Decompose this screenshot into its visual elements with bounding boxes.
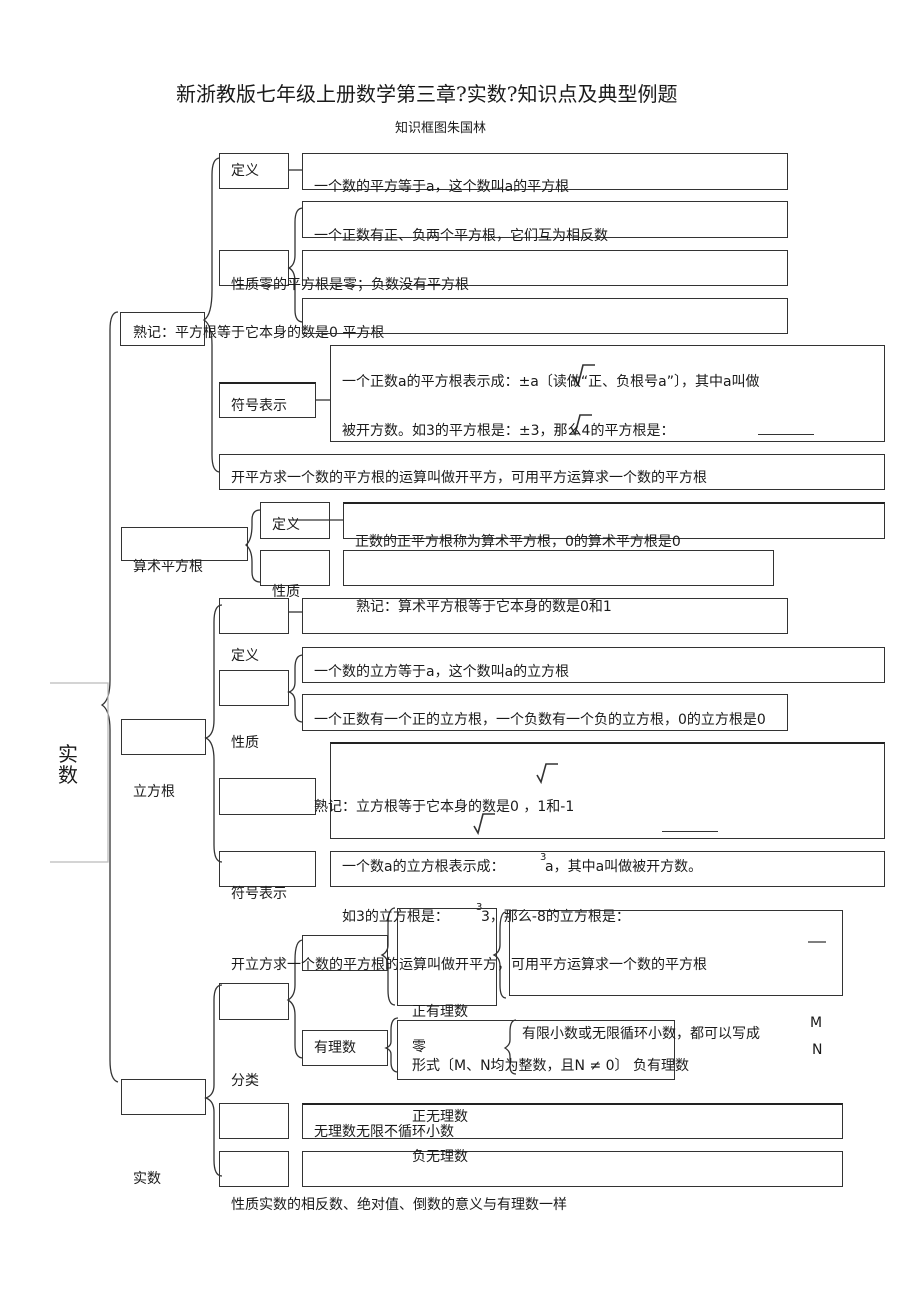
cube-symbol-line-2: 如3的立方根是：	[342, 909, 449, 925]
rational-node	[302, 1030, 388, 1066]
irrational-node	[219, 1103, 289, 1139]
symbol-node	[219, 382, 316, 418]
property-box-3	[302, 298, 788, 334]
rational-label: 有理数	[314, 1040, 356, 1056]
cube-symbol-line-2b: 3，那么-8的立方根是：	[481, 909, 630, 925]
cube-memo-node	[219, 598, 289, 634]
answer-blank	[758, 434, 814, 435]
arith-definition-node	[260, 502, 330, 539]
real-properties-text: 性质实数的相反数、绝对值、倒数的意义与有理数一样	[231, 1197, 567, 1213]
irrational-box	[302, 1103, 843, 1139]
cube-extraction-node	[302, 935, 388, 971]
cube-index-2: 3	[476, 902, 483, 913]
finite-text: 有限小数或无限循环小数，都可以写成	[522, 1026, 760, 1042]
pos-rational: 正有理数	[412, 1004, 468, 1020]
cube-properties-label: 性质	[231, 735, 259, 751]
definition-box	[302, 153, 788, 190]
arith-properties-node	[260, 550, 330, 586]
arith-definition-box	[343, 502, 885, 539]
irrational-label: 无理数无限不循环小数	[314, 1124, 454, 1140]
classification-label: 分类	[231, 1073, 259, 1089]
definition-text: 一个数的平方等于a，这个数叫a的平方根	[314, 179, 570, 195]
arith-definition-label: 定义	[272, 517, 300, 533]
arith-root-label: 算术平方根	[133, 559, 203, 575]
property-text-1: 一个正数有正、负两个平方根，它们互为相反数	[314, 228, 608, 244]
definition-label: 定义	[231, 163, 259, 179]
cube-symbol-line-1b: a，其中a叫做被开方数。	[545, 859, 703, 875]
properties-node	[219, 250, 289, 286]
rational-box	[397, 1020, 675, 1080]
extraction-box	[219, 454, 885, 490]
cube-extraction-mid	[397, 908, 497, 1006]
arith-properties-label: 性质	[272, 584, 300, 600]
real-label: 实数	[133, 1171, 161, 1187]
properties-label: 性质零的平方根是零；负数没有平方根	[231, 277, 469, 293]
cube-memo2-node	[219, 778, 316, 815]
cube-definition-label: 定义	[231, 648, 259, 664]
page-title: 新浙教版七年级上册数学第三章?实数?知识点及典型例题	[176, 82, 678, 106]
root-label: 实 数	[58, 742, 78, 787]
fraction-n: N	[812, 1042, 823, 1058]
cube-properties-box	[302, 694, 788, 731]
real-node	[121, 1079, 206, 1115]
property-box-2	[302, 250, 788, 286]
cube-index-1: 3	[540, 852, 547, 863]
fraction-m: M	[810, 1015, 823, 1031]
symbol-label: 符号表示	[231, 398, 287, 414]
neg-rational-text: 形式〔M、N均为整数，且N ≠ 0〕 负有理数	[412, 1058, 690, 1074]
arith-root-node	[121, 527, 248, 561]
cube-memo2-box	[330, 742, 885, 839]
zero-label: 零	[412, 1039, 426, 1055]
cube-symbol-node	[219, 851, 316, 887]
extraction-text: 开平方求一个数的平方根的运算叫做开平方，可用平方运算求一个数的平方根	[231, 470, 707, 486]
cube-memo-box	[302, 598, 788, 634]
cube-root-node	[121, 719, 206, 755]
page-subtitle: 知识框图朱国林	[395, 121, 487, 136]
cube-symbol-label: 符号表示	[231, 886, 287, 902]
cube-extraction-text: 开立方求一个数的平方根的运算叫做开平方，可用平方运算求一个数的平方根	[231, 957, 707, 973]
real-properties-node	[219, 1151, 289, 1187]
symbol-line-1: 一个正数a的平方根表示成：±a〔读做“正、负根号a”〕，其中a叫做	[342, 374, 760, 390]
neg-irrational-box	[302, 1151, 843, 1187]
classification-node	[219, 983, 289, 1020]
cube-definition-text: 一个数的立方等于a，这个数叫a的立方根	[314, 664, 570, 680]
square-root-label: 熟记：平方根等于它本身的数是0 平方根	[133, 325, 385, 341]
symbol-box	[330, 345, 885, 442]
cube-memo2-text: 熟记：立方根等于它本身的数是0 ，1和-1	[314, 799, 575, 815]
symbol-line-2: 被开方数。如3的平方根是：±3，那么4的平方根是：	[342, 423, 675, 439]
cube-memo-text: 熟记：算术平方根等于它本身的数是0和1	[356, 599, 612, 615]
pos-irrational: 正无理数	[412, 1109, 468, 1125]
cube-properties-node	[219, 670, 289, 706]
definition-node	[219, 153, 289, 189]
arith-properties-box	[343, 550, 774, 586]
cube-symbol-box	[330, 851, 885, 887]
cube-symbol-line-1: 一个数a的立方根表示成：	[342, 859, 505, 875]
property-box-1	[302, 201, 788, 238]
cube-properties-text: 一个正数有一个正的立方根，一个负数有一个负的立方根，0的立方根是0	[314, 712, 766, 728]
cube-root-label: 立方根	[133, 784, 175, 800]
cube-extraction-box	[509, 910, 843, 996]
neg-irrational: 负无理数	[412, 1149, 468, 1165]
arith-definition-text: 正数的正平方根称为算术平方根，0的算术平方根是0	[355, 534, 681, 550]
cube-definition-box	[302, 647, 885, 683]
cube-answer-blank	[662, 831, 718, 832]
square-root-node	[120, 312, 205, 346]
